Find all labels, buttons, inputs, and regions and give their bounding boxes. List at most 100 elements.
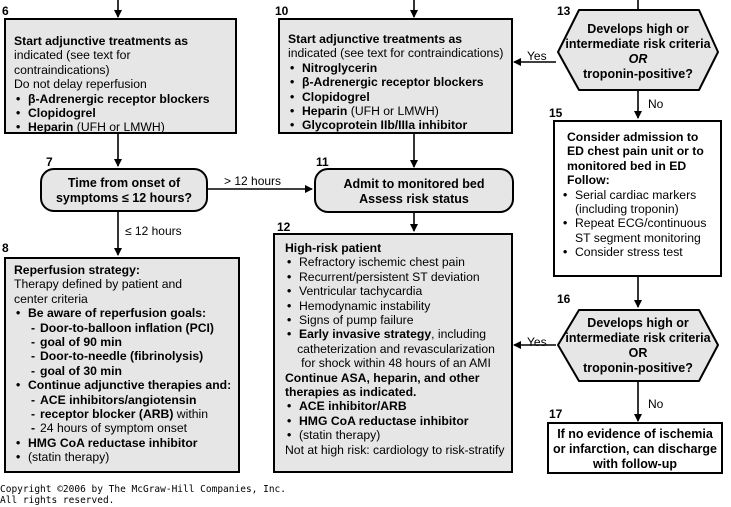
early-strategy-label: Early invasive strategy <box>299 327 432 342</box>
label-yes-16: Yes <box>527 335 547 349</box>
box-10-list: Nitroglycerin β-Adrenergic receptor bloc… <box>288 61 505 133</box>
early-strategy-note: , including <box>431 327 487 342</box>
box-6-list: β-Adrenergic receptor blockers Clopidogr… <box>14 92 229 136</box>
box-12-item: Refractory ischemic chest pain <box>285 255 507 270</box>
label-yes-13: Yes <box>527 49 547 63</box>
box-15-list: Serial cardiac markers (including tropon… <box>561 188 716 260</box>
box-12-item: Recurrent/persistent ST deviation <box>285 270 507 285</box>
box-10-item: Clopidogrel <box>288 90 505 105</box>
box-7-line: symptoms ≤ 12 hours? <box>55 191 193 205</box>
box-15-consider-admission: Consider admission to ED chest pain unit… <box>553 120 722 277</box>
box-15-item: Consider stress test <box>561 245 716 260</box>
label-greater-12-hours: > 12 hours <box>224 174 282 188</box>
step-number-7: 7 <box>46 155 53 169</box>
box-8-list: Be aware of reperfusion goals: Door-to-b… <box>14 306 234 465</box>
step-number-16: 16 <box>557 292 571 306</box>
box-10-item: Glycoprotein IIb/IIIa inhibitor <box>288 118 505 133</box>
box-8-title: Reperfusion strategy: <box>14 263 140 277</box>
box-15-line: ED chest pain unit or to <box>567 144 704 159</box>
decision-13-or: OR <box>628 52 648 66</box>
box-8-line: center criteria <box>14 291 88 306</box>
decision-16-shape <box>557 309 719 382</box>
box-15-item: Serial cardiac markers (including tropon… <box>561 188 716 217</box>
step-number-15: 15 <box>549 106 563 120</box>
box-8-line: Therapy defined by patient and <box>14 277 183 292</box>
step-number-8: 8 <box>2 241 9 255</box>
box-7-line: Time from onset of <box>67 176 181 190</box>
decision-16-line: troponin-positive? <box>583 361 693 375</box>
box-8-subitem-cont: 24 hours of symptom onset <box>14 421 234 436</box>
decision-13-shape <box>557 9 719 91</box>
box-12-list-2: ACE inhibitor/ARB HMG CoA reductase inhi… <box>285 399 507 443</box>
box-7-time-from-onset: Time from onset of symptoms ≤ 12 hours? <box>40 168 208 212</box>
label-no-16: No <box>648 397 664 411</box>
box-8-item-hmg-note: (statin therapy) <box>14 450 234 465</box>
decision-13-line: troponin-positive? <box>583 67 693 81</box>
box-17-line: with follow-up <box>592 457 677 471</box>
box-6-line3: Do not delay reperfusion <box>14 77 147 92</box>
step-number-11: 11 <box>316 155 329 169</box>
box-6-title: Start adjunctive treatments as <box>14 34 189 48</box>
box-8-subitem: ACE inhibitors/angiotensin <box>14 393 234 408</box>
box-11-admit-monitored-bed: Admit to monitored bed Assess risk statu… <box>314 168 514 213</box>
box-17-line: If no evidence of ischemia <box>557 427 713 441</box>
decision-13-text: Develops high or intermediate risk crite… <box>560 22 716 82</box>
box-10-item: β-Adrenergic receptor blockers <box>288 75 505 90</box>
decision-16-or: OR <box>628 346 648 360</box>
decision-13-line: Develops high or <box>587 22 689 36</box>
box-8-subitem-note: within <box>173 407 208 422</box>
step-number-13: 13 <box>557 4 571 18</box>
box-6-item-heparin: Heparin (UFH or LMWH) <box>14 120 229 135</box>
step-number-17: 17 <box>549 407 563 421</box>
heparin-note: (UFH or LMWH) <box>347 104 439 119</box>
box-10-title: Start adjunctive treatments as <box>288 32 463 46</box>
decision-13-line: intermediate risk criteria <box>565 37 711 51</box>
box-8-item-hmg: HMG CoA reductase inhibitor <box>14 436 234 451</box>
box-8-subitem-text: goal of 90 min <box>40 335 122 350</box>
label-no-13: No <box>648 97 664 111</box>
box-10-item-heparin: Heparin (UFH or LMWH) <box>288 104 505 119</box>
box-6-adjunctive-treatments: Start adjunctive treatments as indicated… <box>4 18 237 136</box>
box-12-not-high-risk: Not at high risk: cardiology to risk-str… <box>285 442 505 457</box>
box-12-high-risk-patient: High-risk patient Refractory ischemic ch… <box>273 233 513 473</box>
heparin-note: (UFH or LMWH) <box>73 120 165 135</box>
box-8-item-goals: Be aware of reperfusion goals: <box>14 306 234 321</box>
box-12-line: catheterization and revascularization <box>297 341 495 356</box>
rights-line: All rights reserved. <box>0 495 115 506</box>
box-8-subitem-text: 24 hours of symptom onset <box>40 421 187 436</box>
box-11-line: Admit to monitored bed <box>343 177 485 191</box>
box-12-item: HMG CoA reductase inhibitor <box>285 414 507 429</box>
box-8-subitem-cont: goal of 90 min <box>14 335 234 350</box>
box-12-list: Refractory ischemic chest pain Recurrent… <box>285 255 507 342</box>
box-8-subitem: Door-to-needle (fibrinolysis) <box>14 349 234 364</box>
box-12-item: Ventricular tachycardia <box>285 284 507 299</box>
box-12-continue: therapies as indicated. <box>285 385 417 400</box>
box-10-item: Nitroglycerin <box>288 61 505 76</box>
decision-16-line: Develops high or <box>587 316 689 330</box>
step-number-12: 12 <box>277 220 291 234</box>
box-6-item: β-Adrenergic receptor blockers <box>14 92 229 107</box>
box-15-line: Consider admission to <box>567 130 699 144</box>
box-17-line: or infarction, can discharge <box>553 442 717 456</box>
box-17-discharge: If no evidence of ischemia or infarction… <box>547 422 723 474</box>
box-12-item-early: Early invasive strategy, including <box>285 327 507 342</box>
box-8-reperfusion-strategy: Reperfusion strategy: Therapy defined by… <box>4 257 240 473</box>
box-12-item: ACE inhibitor/ARB <box>285 399 507 414</box>
decision-16-text: Develops high or intermediate risk crite… <box>560 316 716 376</box>
box-8-item-text: (statin therapy) <box>28 450 110 465</box>
box-11-line: Assess risk status <box>359 192 469 206</box>
box-12-line: for shock within 48 hours of an AMI <box>301 356 491 371</box>
box-12-item: Signs of pump failure <box>285 313 507 328</box>
step-number-10: 10 <box>275 4 289 18</box>
box-8-subitem: Door-to-balloon inflation (PCI) <box>14 321 234 336</box>
box-8-subitem-text: goal of 30 min <box>40 363 122 378</box>
box-12-item-text: (statin therapy) <box>299 428 381 443</box>
copyright-line: Copyright ©2006 by The McGraw-Hill Compa… <box>0 484 286 495</box>
box-15-item: Repeat ECG/continuous ST segment monitor… <box>561 216 716 245</box>
label-within-12-hours: ≤ 12 hours <box>125 224 182 238</box>
heparin-label: Heparin <box>302 104 348 119</box>
box-15-line: monitored bed in ED <box>567 158 687 173</box>
box-15-line: Follow: <box>567 173 610 188</box>
box-12-item-hmg-note: (statin therapy) <box>285 428 507 443</box>
box-10-adjunctive-treatments: Start adjunctive treatments as indicated… <box>278 18 513 134</box>
